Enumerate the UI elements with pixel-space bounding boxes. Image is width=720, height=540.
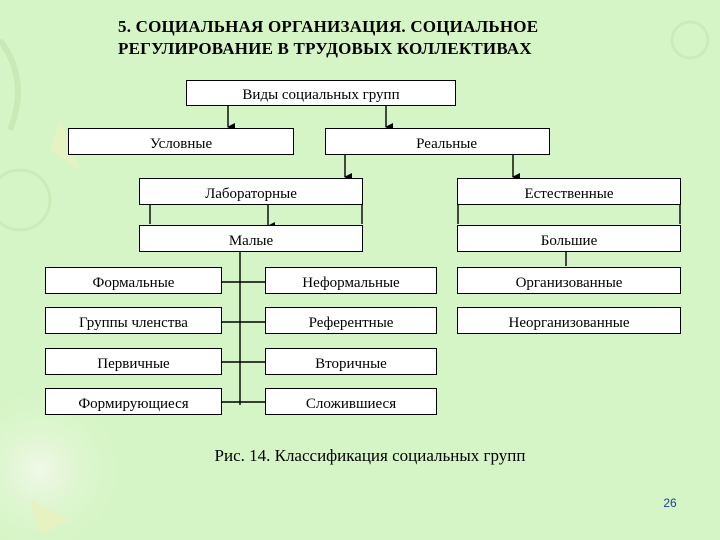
box-organized: Организованные [457,267,681,294]
box-secondary: Вторичные [265,348,437,375]
box-laboratory: Лабораторные [139,178,363,205]
box-root: Виды социальных групп [186,80,456,106]
box-large: Большие [457,225,681,252]
box-formal: Формальные [45,267,222,294]
box-established: Сложившиеся [265,388,437,415]
box-unorganized: Неорганизованные [457,307,681,334]
box-primary: Первичные [45,348,222,375]
title-line-2: РЕГУЛИРОВАНИЕ В ТРУДОВЫХ КОЛЛЕКТИВАХ [118,39,532,58]
box-membership: Группы членства [45,307,222,334]
box-small: Малые [139,225,363,252]
box-reference: Референтные [265,307,437,334]
box-real: Реальные [325,128,550,155]
box-forming: Формирующиеся [45,388,222,415]
box-natural: Естественные [457,178,681,205]
slide-title: 5. СОЦИАЛЬНАЯ ОРГАНИЗАЦИЯ. СОЦИАЛЬНОЕ РЕ… [118,16,678,60]
box-informal: Неформальные [265,267,437,294]
figure-caption: Рис. 14. Классификация социальных групп [214,446,526,465]
box-conditional: Условные [68,128,294,155]
page-number: 26 [663,496,677,510]
title-line-1: 5. СОЦИАЛЬНАЯ ОРГАНИЗАЦИЯ. СОЦИАЛЬНОЕ [118,17,539,36]
